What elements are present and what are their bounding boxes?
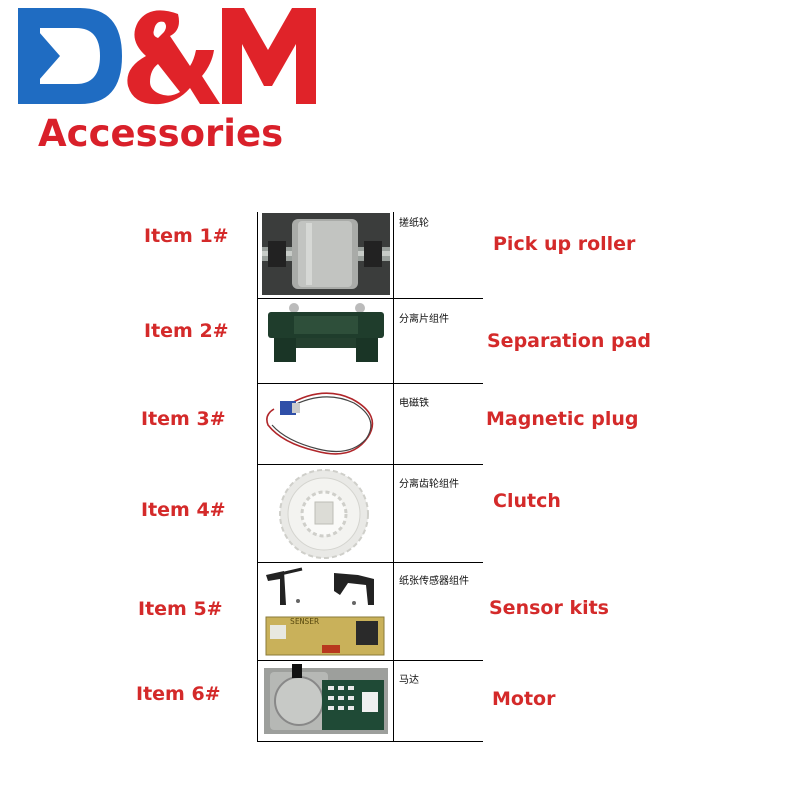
item-label: Item 5#	[138, 598, 223, 620]
brand-subtitle: Accessories	[38, 112, 284, 155]
clutch-gear-photo	[266, 466, 386, 560]
item-english-name: Pick up roller	[493, 233, 636, 255]
logo-letter-m-icon	[222, 8, 316, 104]
logo-ampersand-icon	[127, 10, 220, 105]
row-divider	[257, 741, 483, 742]
separation-pad-photo	[262, 300, 390, 382]
item-label: Item 1#	[144, 225, 229, 247]
item-label: Item 6#	[136, 683, 221, 705]
row-divider	[257, 298, 483, 299]
item-chinese-name: 马达	[399, 675, 419, 686]
pickup-roller-photo	[262, 213, 390, 295]
item-chinese-name: 纸张传感器组件	[399, 576, 469, 587]
motor-photo	[262, 662, 390, 738]
item-chinese-name: 电磁铁	[399, 398, 429, 409]
item-chinese-name: 搓纸轮	[399, 218, 429, 229]
item-chinese-name: 分离片组件	[399, 314, 449, 325]
item-label: Item 2#	[144, 320, 229, 342]
item-chinese-name: 分离齿轮组件	[399, 479, 459, 490]
item-english-name: Magnetic plug	[486, 408, 639, 430]
item-label: Item 4#	[141, 499, 226, 521]
item-english-name: Clutch	[493, 490, 561, 512]
item-label: Item 3#	[141, 408, 226, 430]
item-english-name: Separation pad	[487, 330, 651, 352]
table-divider-middle	[393, 212, 394, 742]
row-divider	[257, 464, 483, 465]
row-divider	[257, 562, 483, 563]
solenoid-photo	[262, 385, 390, 463]
row-divider	[257, 660, 483, 661]
table-divider-left	[257, 212, 258, 742]
logo-letter-d-icon	[18, 8, 122, 104]
item-english-name: Motor	[492, 688, 556, 710]
brand-logo	[18, 8, 316, 105]
sensor-kit-photo	[262, 565, 390, 657]
item-english-name: Sensor kits	[489, 597, 609, 619]
row-divider	[257, 383, 483, 384]
sensor-board-label: SENSER	[290, 617, 319, 626]
